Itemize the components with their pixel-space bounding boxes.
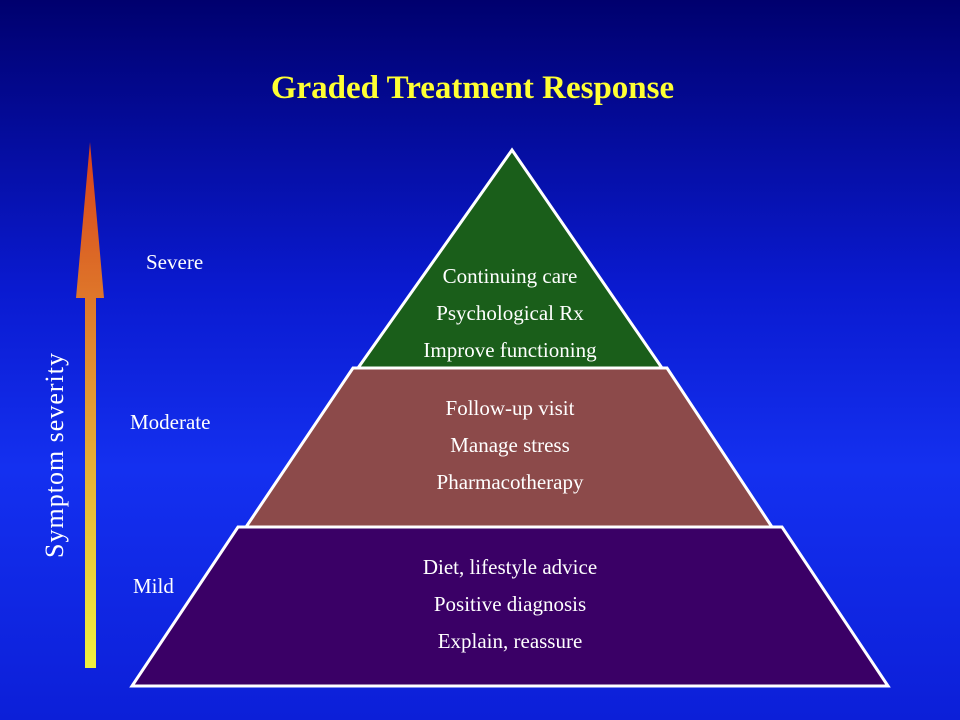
slide-title: Graded Treatment Response (270, 70, 675, 106)
tier-text-middle: Follow-up visit Manage stress Pharmacoth… (360, 390, 660, 501)
tier-bottom-line: Explain, reassure (437, 629, 583, 653)
symptom-severity-label: Symptom severity (40, 352, 69, 558)
level-label-moderate: Moderate (130, 410, 211, 434)
tier-middle-line: Follow-up visit (445, 396, 575, 420)
tier-text-bottom: Diet, lifestyle advice Positive diagnosi… (360, 549, 660, 660)
tier-middle-line: Pharmacotherapy (436, 470, 584, 494)
tier-top-line: Improve functioning (423, 338, 597, 362)
tier-middle-line: Manage stress (450, 433, 570, 457)
tier-bottom-line: Positive diagnosis (433, 592, 587, 616)
level-label-mild: Mild (133, 574, 174, 598)
tier-top-line: Psychological Rx (436, 301, 584, 325)
pyramid-tier-top (355, 147, 665, 370)
tier-top-line: Continuing care (442, 264, 578, 288)
level-label-severe: Severe (146, 250, 204, 274)
tier-text-top: Continuing care Psychological Rx Improve… (360, 258, 660, 369)
tier-bottom-line: Diet, lifestyle advice (422, 555, 598, 579)
severity-arrow (76, 142, 104, 668)
